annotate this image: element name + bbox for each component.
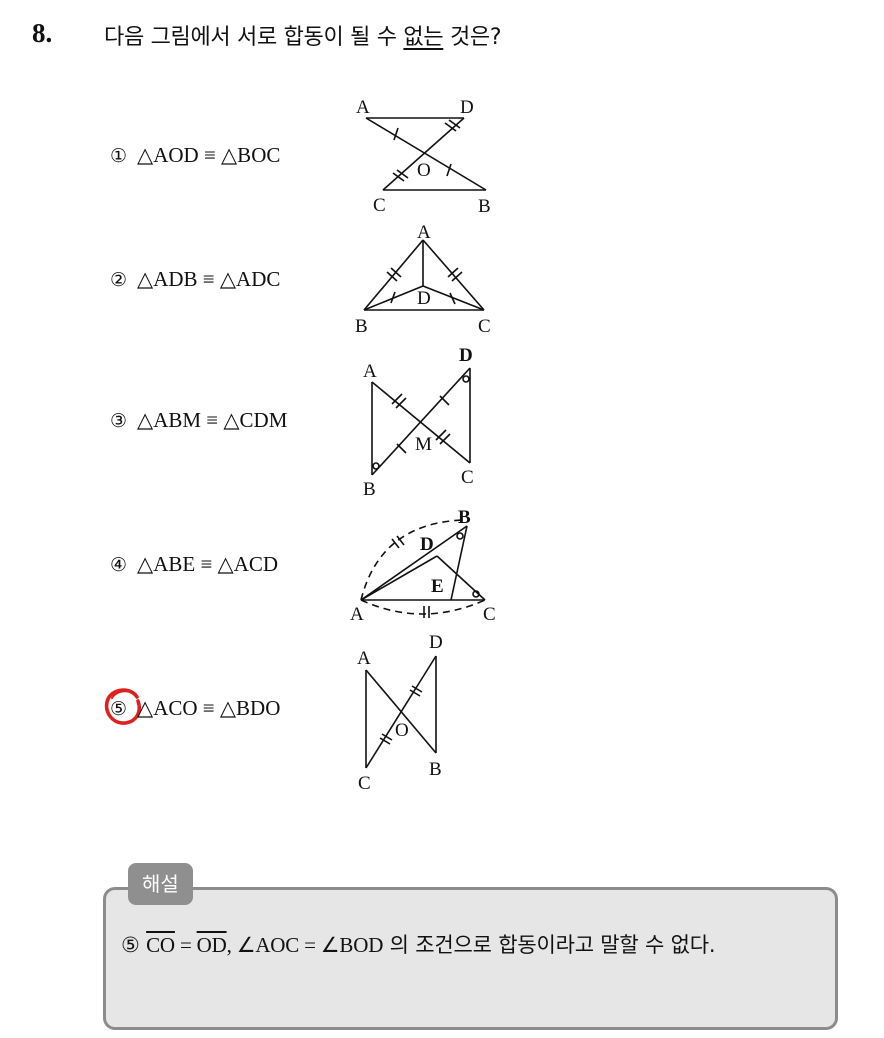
fig5-label-b: B (429, 759, 442, 780)
figure-option-1: A D O C B (356, 97, 491, 217)
option-5[interactable]: ⑤ △ACO ≡ △BDO (110, 696, 280, 721)
option-4[interactable]: ④ △ABE ≡ △ACD (110, 552, 278, 577)
option-3-number: ③ (110, 410, 128, 432)
option-4-number: ④ (110, 554, 128, 576)
fig1-label-a: A (356, 97, 370, 118)
question-text-before: 다음 그림에서 서로 합동이 될 수 (104, 25, 404, 50)
fig3-label-a: A (363, 361, 377, 382)
fig4-label-c: C (483, 604, 496, 625)
fig4-label-d: D (420, 534, 434, 555)
solution-equals: = (174, 933, 197, 957)
fig3-label-d: D (459, 345, 473, 366)
figure-option-4: B D E A C (350, 507, 496, 625)
option-2[interactable]: ② △ADB ≡ △ADC (110, 267, 280, 292)
fig4-label-a: A (350, 604, 364, 625)
fig2-label-c: C (478, 316, 491, 337)
fig3-label-m: M (415, 434, 432, 455)
fig1-label-c: C (373, 195, 386, 216)
fig3-label-b: B (363, 479, 376, 500)
option-5-number: ⑤ (110, 698, 128, 720)
solution-box (103, 887, 838, 1030)
fig1-label-o: O (417, 160, 431, 181)
option-1-statement: △AOD ≡ △BOC (137, 143, 281, 167)
option-5-statement: △ACO ≡ △BDO (137, 696, 281, 720)
option-2-statement: △ADB ≡ △ADC (137, 267, 281, 291)
question-number: 8. (32, 18, 53, 48)
fig4-label-b: B (458, 507, 471, 528)
question-text: 다음 그림에서 서로 합동이 될 수 없는 것은? (104, 19, 502, 51)
option-1[interactable]: ① △AOD ≡ △BOC (110, 143, 280, 168)
fig5-label-a: A (357, 648, 371, 669)
solution-separator: , (226, 933, 237, 957)
figure-option-5: A D O C B (357, 632, 443, 794)
solution-segment-co: CO (146, 933, 175, 957)
option-1-number: ① (110, 145, 128, 167)
fig5-label-o: O (395, 720, 409, 741)
answer-circle-mark (104, 688, 142, 725)
solution-segment-od: OD (196, 933, 227, 957)
fig5-label-d: D (429, 632, 443, 653)
fig3-label-c: C (461, 467, 474, 488)
solution-angles: ∠AOC = ∠BOD (236, 933, 384, 957)
figure-option-2: A D B C (355, 222, 491, 337)
question-text-after: 것은? (443, 25, 502, 50)
option-3[interactable]: ③ △ABM ≡ △CDM (110, 408, 287, 433)
solution-text: ⑤ CO = OD, ∠AOC = ∠BOD 의 조건으로 합동이라고 말할 수… (121, 925, 831, 965)
solution-conclusion: 의 조건으로 합동이라고 말할 수 없다. (383, 933, 716, 957)
fig2-label-b: B (355, 316, 368, 337)
option-3-statement: △ABM ≡ △CDM (137, 408, 288, 432)
solution-label: 해설 (128, 863, 193, 905)
fig1-label-b: B (478, 196, 491, 217)
option-2-number: ② (110, 269, 128, 291)
question-text-underlined: 없는 (403, 25, 444, 50)
fig4-label-e: E (431, 576, 444, 597)
solution-number: ⑤ (121, 933, 140, 957)
figure-option-3: A D M B C (363, 345, 474, 500)
fig2-label-d: D (417, 288, 431, 309)
fig1-label-d: D (460, 97, 474, 118)
option-4-statement: △ABE ≡ △ACD (137, 552, 279, 576)
fig2-label-a: A (417, 222, 431, 243)
fig5-label-c: C (358, 773, 371, 794)
